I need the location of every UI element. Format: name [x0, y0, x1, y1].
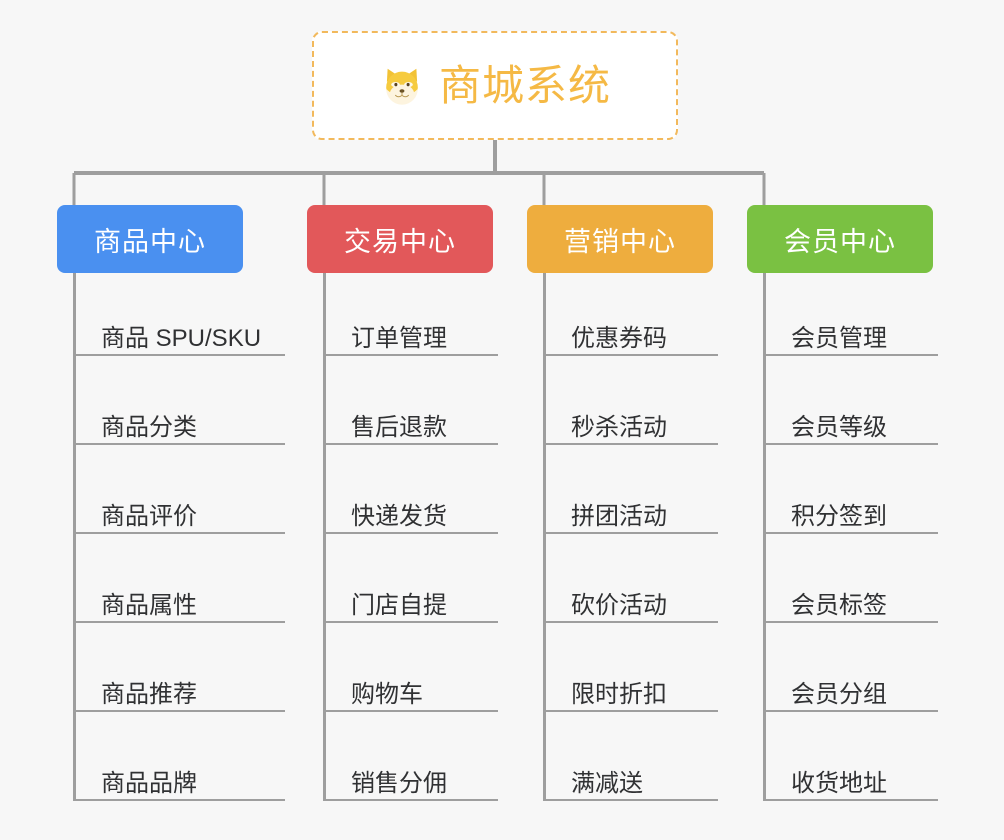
category-label: 交易中心 — [344, 226, 456, 257]
leaf-item-label: 秒杀活动 — [571, 414, 667, 441]
leaf-item-label: 订单管理 — [351, 325, 447, 352]
leaf-item[interactable]: 商品评价 — [73, 490, 285, 534]
leaf-item[interactable]: 商品属性 — [73, 579, 285, 623]
leaf-item[interactable]: 快递发货 — [323, 490, 498, 534]
leaf-item[interactable]: 购物车 — [323, 668, 498, 712]
leaf-item[interactable]: 秒杀活动 — [543, 401, 718, 445]
branch-spine-1 — [73, 273, 76, 801]
leaf-item[interactable]: 满减送 — [543, 757, 718, 801]
leaf-item-label: 销售分佣 — [351, 770, 447, 797]
category-node-1[interactable]: 商品中心 — [57, 205, 243, 273]
leaf-item-label: 收货地址 — [791, 770, 887, 797]
leaf-item[interactable]: 会员标签 — [763, 579, 938, 623]
leaf-item-label: 优惠券码 — [571, 325, 667, 352]
leaf-item[interactable]: 拼团活动 — [543, 490, 718, 534]
branch-spine-4 — [763, 273, 766, 801]
leaf-item-label: 砍价活动 — [571, 592, 667, 619]
leaf-item-label: 商品 SPU/SKU — [101, 325, 262, 352]
leaf-item[interactable]: 商品推荐 — [73, 668, 285, 712]
leaf-item-label: 商品分类 — [101, 414, 197, 441]
leaf-item-label: 商品品牌 — [101, 770, 197, 797]
leaf-item[interactable]: 门店自提 — [323, 579, 498, 623]
category-label: 会员中心 — [784, 226, 896, 257]
leaf-item-label: 会员等级 — [791, 414, 887, 441]
category-node-2[interactable]: 交易中心 — [307, 205, 493, 273]
leaf-item-label: 会员分组 — [791, 681, 887, 708]
leaf-item[interactable]: 优惠券码 — [543, 312, 718, 356]
category-node-4[interactable]: 会员中心 — [747, 205, 933, 273]
leaf-item-label: 积分签到 — [791, 503, 887, 530]
branch-spine-2 — [323, 273, 326, 801]
leaf-item-label: 商品属性 — [101, 592, 197, 619]
leaf-item-label: 售后退款 — [351, 414, 447, 441]
category-label: 营销中心 — [564, 226, 676, 257]
leaf-item-label: 拼团活动 — [571, 503, 667, 530]
leaf-item-label: 会员标签 — [791, 592, 887, 619]
leaf-item-label: 商品评价 — [101, 503, 197, 530]
leaf-item-label: 门店自提 — [351, 592, 447, 619]
leaf-item[interactable]: 售后退款 — [323, 401, 498, 445]
shiba-dog-face-icon — [379, 63, 425, 109]
leaf-item-label: 商品推荐 — [101, 681, 197, 708]
leaf-item-label: 购物车 — [351, 681, 423, 708]
leaf-item[interactable]: 订单管理 — [323, 312, 498, 356]
category-label: 商品中心 — [94, 226, 206, 257]
leaf-item[interactable]: 积分签到 — [763, 490, 938, 534]
branch-spine-3 — [543, 273, 546, 801]
leaf-item[interactable]: 收货地址 — [763, 757, 938, 801]
leaf-item[interactable]: 会员等级 — [763, 401, 938, 445]
leaf-item-label: 会员管理 — [791, 325, 887, 352]
leaf-item[interactable]: 会员管理 — [763, 312, 938, 356]
root-node[interactable]: 商城系统 — [312, 31, 678, 140]
leaf-item-label: 快递发货 — [351, 503, 447, 530]
leaf-item-label: 限时折扣 — [571, 681, 667, 708]
leaf-item[interactable]: 商品分类 — [73, 401, 285, 445]
leaf-item[interactable]: 商品品牌 — [73, 757, 285, 801]
leaf-item[interactable]: 销售分佣 — [323, 757, 498, 801]
leaf-item[interactable]: 砍价活动 — [543, 579, 718, 623]
leaf-item[interactable]: 限时折扣 — [543, 668, 718, 712]
leaf-item[interactable]: 商品 SPU/SKU — [73, 312, 285, 356]
root-title: 商城系统 — [438, 61, 611, 109]
leaf-item[interactable]: 会员分组 — [763, 668, 938, 712]
leaf-item-label: 满减送 — [571, 770, 643, 797]
category-node-3[interactable]: 营销中心 — [527, 205, 713, 273]
